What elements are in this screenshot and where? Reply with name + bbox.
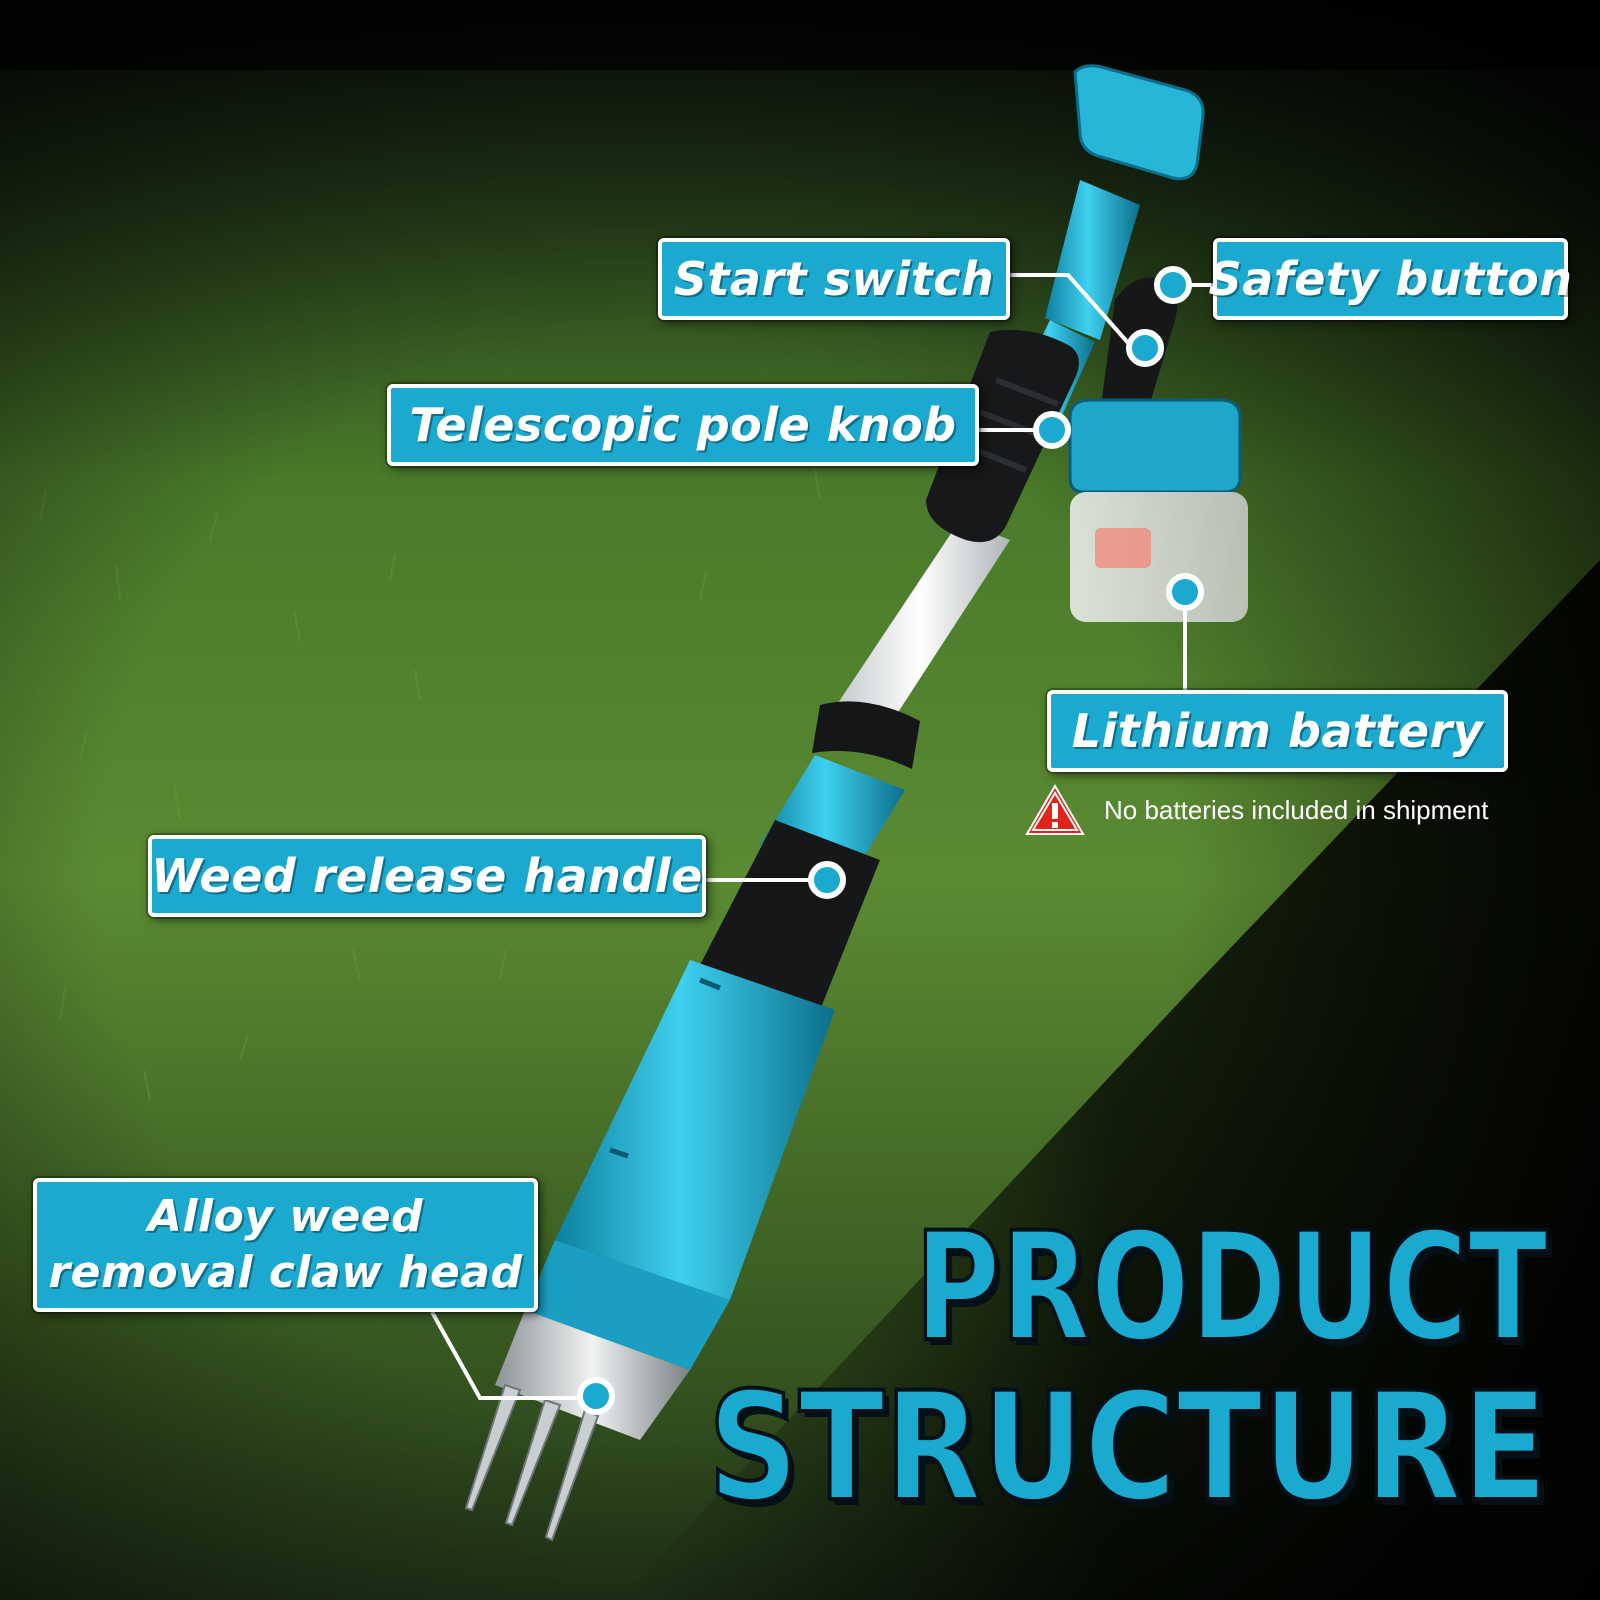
safety-button-text: Safety button: [1208, 252, 1573, 306]
headline: PRODUCT STRUCTURE: [548, 1201, 1549, 1535]
main-body: [555, 960, 835, 1300]
lithium-battery-label: Lithium battery: [1047, 690, 1508, 772]
safety-button-dot: [1154, 266, 1192, 304]
weed-release-dot: [808, 861, 846, 899]
battery-notice: No batteries included in shipment: [1024, 780, 1488, 840]
battery-mount: [1068, 398, 1242, 494]
claw-head-dot: [577, 1377, 615, 1415]
leader-lines: [430, 273, 1213, 1400]
claw-head-label: Alloy weed removal claw head: [33, 1178, 538, 1312]
handle-shaft: [1045, 180, 1140, 340]
headline-line1: PRODUCT: [913, 1201, 1549, 1375]
upper-knob-collar: [926, 329, 1079, 543]
weed-release-handle-text: Weed release handle: [151, 849, 703, 903]
telescopic-knob-dot: [1033, 411, 1071, 449]
lithium-battery-dot: [1166, 573, 1204, 611]
start-switch-dot: [1126, 329, 1164, 367]
weed-release-handle-label: Weed release handle: [148, 835, 706, 917]
lithium-battery-text: Lithium battery: [1071, 704, 1484, 758]
claw-head-leader: [430, 1311, 593, 1400]
telescopic-pole-knob-text: Telescopic pole knob: [409, 398, 957, 452]
battery-notice-text: No batteries included in shipment: [1104, 794, 1489, 825]
claw-head-text-line1: Alloy weed: [147, 1191, 424, 1242]
safety-button-label: Safety button: [1209, 238, 1572, 320]
start-switch-text: Start switch: [673, 252, 995, 306]
headline-line2: STRUCTURE: [706, 1361, 1549, 1535]
middle-ring: [812, 701, 920, 769]
telescopic-pole-knob-label: Telescopic pole knob: [387, 384, 979, 466]
top-dark-edge: [0, 0, 1600, 70]
start-switch-label: Start switch: [658, 238, 1010, 320]
white-pole: [830, 520, 1010, 740]
claw-head-text-line2: removal claw head: [48, 1247, 523, 1298]
callout-dots: [577, 266, 1204, 1415]
t-handle: [1073, 64, 1205, 181]
body-notches: [609, 977, 721, 1159]
silver-head: [495, 1310, 690, 1440]
start-switch-leader: [1010, 273, 1132, 347]
battery-indicator: [1095, 528, 1151, 568]
warning-triangle-icon: [1025, 784, 1085, 835]
bottom-collar: [525, 1240, 730, 1370]
